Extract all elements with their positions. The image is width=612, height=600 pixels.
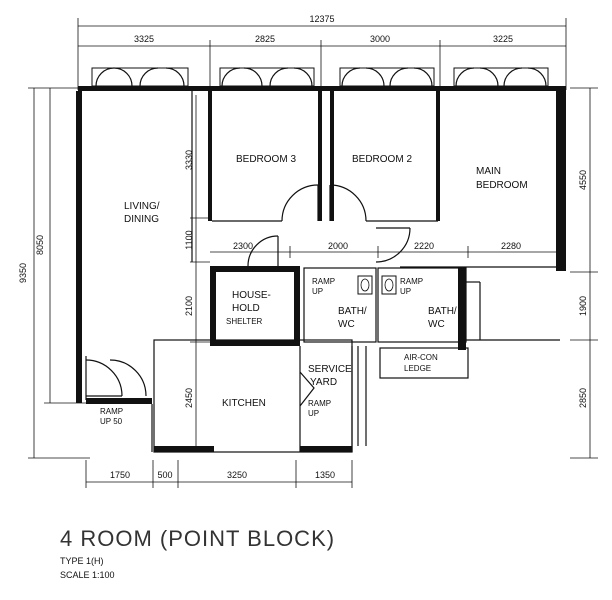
living-dining-label-line2: DINING (124, 214, 159, 225)
top-dimension-group: 12375 3325 2825 3000 3225 (77, 14, 567, 90)
left-dim-d: 2450 (184, 388, 194, 408)
bedroom2-label: BEDROOM 2 (352, 154, 412, 165)
aircon-ledge-label-line2: LEDGE (404, 364, 431, 373)
left-inner-label: 8050 (35, 235, 45, 255)
mid-dim-1: 2300 (233, 241, 253, 251)
bottom-dim-1: 1750 (110, 470, 130, 480)
service-yard-label-line1: SERVICE (308, 364, 352, 375)
bedroom3-label: BEDROOM 3 (236, 154, 296, 165)
right-dim-mid: 1900 (578, 296, 588, 316)
household-label-line3: SHELTER (226, 317, 263, 326)
service-yard-label-line2: YARD (310, 377, 337, 388)
right-dim-bottom: 2850 (578, 388, 588, 408)
doors (85, 184, 411, 407)
bottom-dimension-group: 1750 500 3250 1350 (85, 460, 353, 488)
ramp-entrance-line1: RAMP (100, 407, 123, 416)
top-dim-2: 2825 (255, 34, 275, 44)
ramp-service-line1: RAMP (308, 399, 331, 408)
ramp-bath2-line2: UP (400, 287, 411, 296)
bottom-dim-2: 500 (157, 470, 172, 480)
left-outer-label: 9350 (18, 263, 28, 283)
left-dim-b: 1100 (184, 230, 194, 249)
plan-scale: SCALE 1:100 (60, 570, 115, 580)
ramp-service-line2: UP (308, 409, 319, 418)
main-bedroom-label-line2: BEDROOM (476, 180, 528, 191)
ramp-bath2-line1: RAMP (400, 277, 423, 286)
right-dim-top: 4550 (578, 170, 588, 190)
walls (76, 67, 566, 453)
kitchen-label: KITCHEN (222, 398, 266, 409)
living-dining-label-line1: LIVING/ (124, 201, 160, 212)
overall-width-label: 12375 (309, 14, 334, 24)
household-label-line1: HOUSE- (232, 290, 271, 301)
room-labels: LIVING/ DINING BEDROOM 3 BEDROOM 2 MAIN … (124, 154, 528, 409)
top-dim-3: 3000 (370, 34, 390, 44)
left-dim-c: 2100 (184, 296, 194, 316)
main-bedroom-label-line1: MAIN (476, 166, 501, 177)
plan-type: TYPE 1(H) (60, 556, 104, 566)
aircon-ledge-label-line1: AIR-CON (404, 353, 438, 362)
ramp-bath1-line2: UP (312, 287, 323, 296)
ramp-bath1-line1: RAMP (312, 277, 335, 286)
ramp-labels: RAMP UP 50 RAMP UP RAMP UP RAMP UP (100, 277, 423, 426)
ramp-entrance-line2: UP 50 (100, 417, 123, 426)
mid-dim-3: 2220 (414, 241, 434, 251)
bath1-label-line2: WC (338, 319, 355, 330)
bottom-dim-3: 3250 (227, 470, 247, 480)
household-label-line2: HOLD (232, 303, 260, 314)
top-dim-1: 3325 (134, 34, 154, 44)
bath2-label-line2: WC (428, 319, 445, 330)
bottom-dim-4: 1350 (315, 470, 335, 480)
mid-dim-2: 2000 (328, 241, 348, 251)
mid-dim-4: 2280 (501, 241, 521, 251)
bath2-label-line1: BATH/ (428, 306, 457, 317)
left-dim-a: 3330 (184, 150, 194, 170)
right-dimension-group: 4550 1900 2850 (570, 87, 598, 459)
left-dimension-group: 9350 8050 3330 1100 2100 2450 (18, 87, 210, 459)
plan-title: 4 ROOM (POINT BLOCK) (60, 526, 335, 551)
title-block: 4 ROOM (POINT BLOCK) TYPE 1(H) SCALE 1:1… (60, 526, 335, 580)
mid-dimension-group: 2300 2000 2220 2280 (210, 241, 556, 258)
top-windows (91, 67, 549, 87)
bath1-label-line1: BATH/ (338, 306, 367, 317)
top-dim-4: 3225 (493, 34, 513, 44)
fixtures (357, 275, 397, 295)
